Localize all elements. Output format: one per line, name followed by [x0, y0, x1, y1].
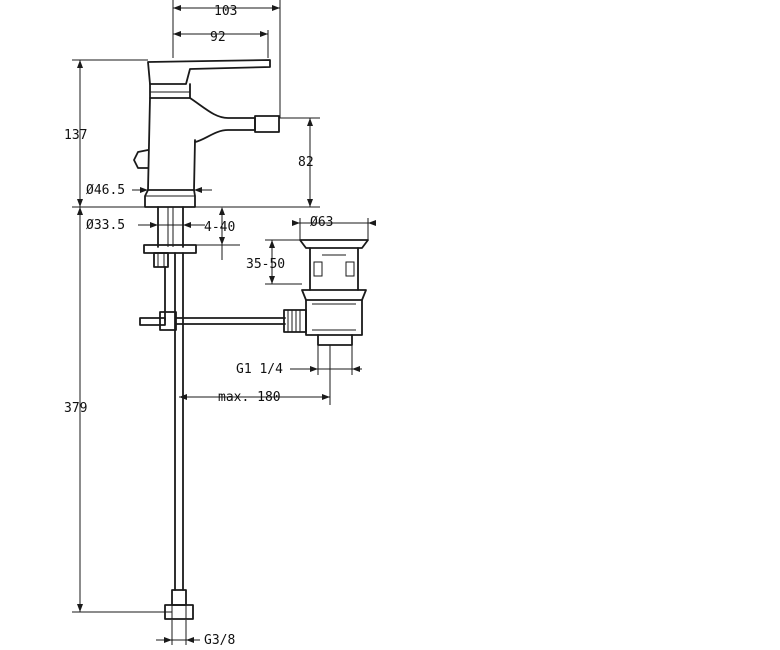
mounting-shank — [143, 206, 197, 321]
dim-overall-width: 103 — [214, 4, 237, 19]
dim-deck-thickness: 4-40 — [204, 220, 235, 235]
dim-rod-reach: max. 180 — [218, 390, 281, 405]
mixer-body — [133, 59, 280, 208]
dim-shank-diameter: Ø33.5 — [86, 218, 125, 233]
dimension-lines — [72, 0, 376, 645]
dim-waste-thread: G1 1/4 — [236, 362, 283, 377]
dim-spout-height: 82 — [298, 155, 314, 170]
popup-rod — [139, 311, 286, 331]
dim-spout-reach: 92 — [210, 30, 226, 45]
waste-assembly — [283, 239, 369, 346]
dim-hose-thread: G3/8 — [204, 633, 235, 648]
dim-body-height: 137 — [64, 128, 87, 143]
dim-waste-deck-range: 35-50 — [246, 257, 285, 272]
dim-hose-length: 379 — [64, 401, 87, 416]
flexible-hose — [164, 252, 194, 620]
dim-base-diameter: Ø46.5 — [86, 183, 125, 198]
dimension-labels: 103 92 137 82 Ø46.5 Ø33.5 4-40 Ø63 35-50… — [64, 4, 333, 648]
dim-waste-diameter: Ø63 — [310, 215, 333, 230]
